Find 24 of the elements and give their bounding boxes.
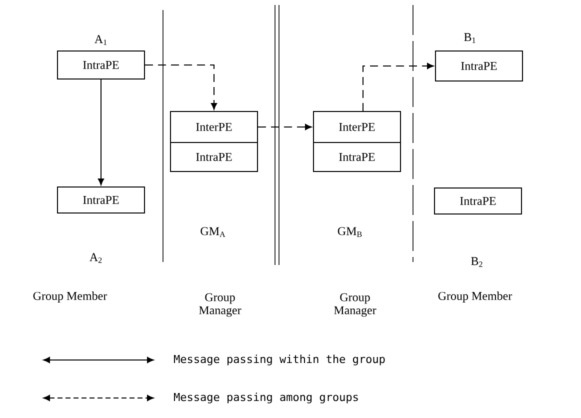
group-label: GM$_{B}$ (338, 227, 362, 237)
process-box: IntraPE (313, 142, 401, 172)
process-box: InterPE (170, 111, 258, 143)
group-label: Group Member (438, 292, 512, 302)
legend-text: Message passing among groups (174, 392, 358, 404)
process-box: IntraPE (435, 50, 523, 82)
node-label: B$_{2}$ (471, 257, 482, 267)
process-box: IntraPE (434, 188, 522, 214)
node-label: A$_{1}$ (94, 35, 107, 45)
arrow (258, 124, 312, 130)
arrow (144, 64, 218, 110)
process-box: InterPE (313, 111, 401, 143)
node-label: B$_{1}$ (464, 33, 476, 43)
node-label: A$_{2}$ (90, 253, 102, 263)
arrow (362, 62, 434, 112)
group-label: GM$_{A}$ (200, 227, 226, 237)
process-box: IntraPE (170, 142, 258, 172)
process-box: IntraPE (57, 186, 145, 214)
group-label: Group Manager (199, 293, 242, 317)
arrow (98, 79, 104, 186)
process-box: IntraPE (57, 50, 145, 80)
group-label: Group Manager (334, 293, 376, 317)
legend-text: Message passing within the group (174, 354, 385, 366)
group-label: Group Member (33, 292, 108, 302)
